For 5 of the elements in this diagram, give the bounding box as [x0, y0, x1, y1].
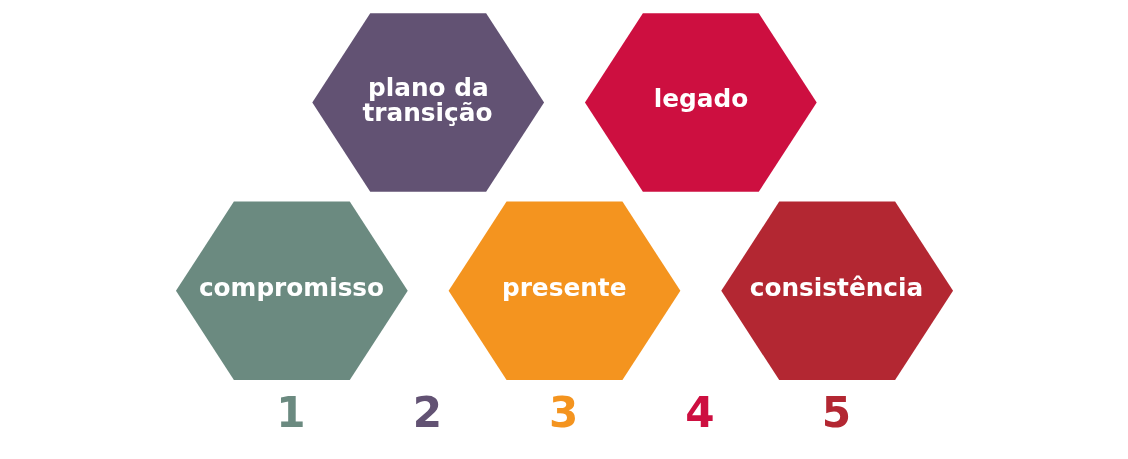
label: 4	[684, 388, 715, 438]
label: 2	[412, 388, 442, 438]
label: 1	[275, 388, 306, 438]
label: 3	[548, 388, 578, 438]
label: 5	[821, 388, 851, 438]
